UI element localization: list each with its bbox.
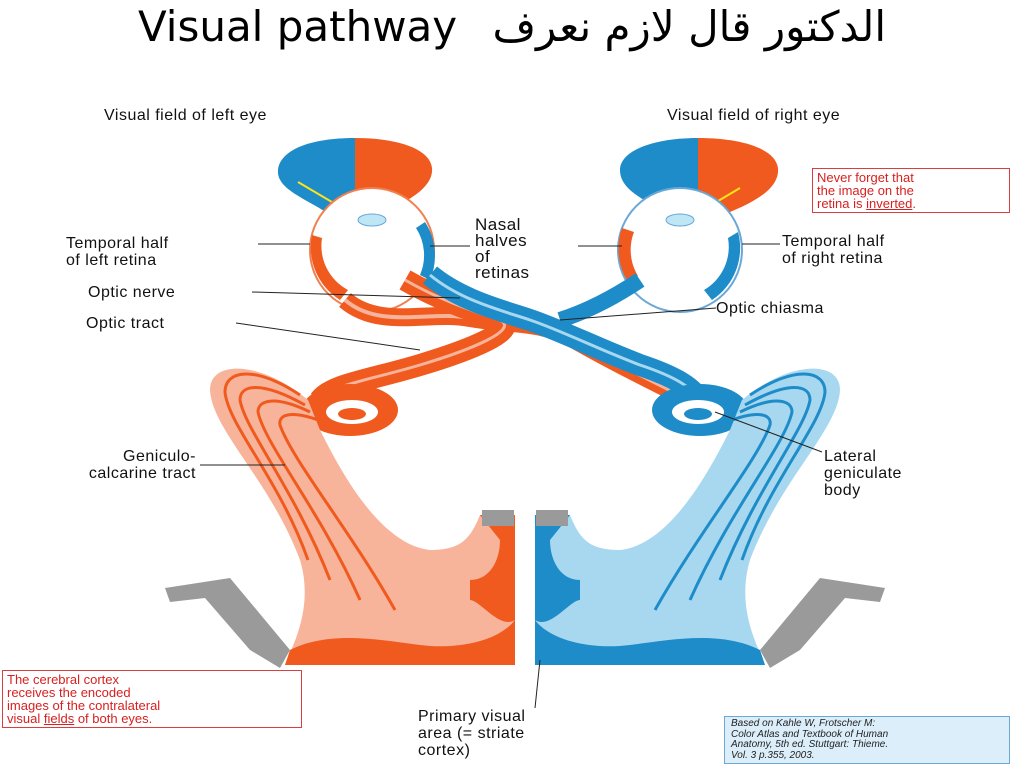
- label-visual-field-left: Visual field of left eye: [104, 107, 267, 124]
- cortex-gray-edges: [165, 510, 885, 668]
- note-inverted-image: Never forget that the image on the retin…: [812, 168, 1010, 213]
- lgb-left: [302, 384, 398, 436]
- label-optic-chiasma: Optic chiasma: [716, 300, 824, 317]
- leader-lines: [200, 243, 823, 709]
- optic-pathway-blue: [422, 266, 710, 407]
- label-nasal-halves: Nasal halves of retinas: [475, 215, 530, 282]
- visual-pathway-diagram: [165, 138, 885, 709]
- slide-title: Visual pathway الدكتور قال لازم نعرف: [0, 2, 1024, 51]
- label-temporal-right: Temporal half of right retina: [782, 233, 885, 267]
- note-cerebral-cortex: The cerebral cortex receives the encoded…: [2, 670, 302, 728]
- label-optic-tract: Optic tract: [86, 315, 165, 332]
- label-lateral-geniculate: Lateral geniculate body: [824, 448, 902, 499]
- title-arabic: الدكتور قال لازم نعرف: [492, 2, 887, 51]
- radiation-left: [210, 368, 515, 665]
- radiation-right: [535, 368, 840, 665]
- reference-citation: Based on Kahle W, Frotscher M: Color Atl…: [724, 716, 1010, 764]
- right-eyeball: [617, 187, 743, 313]
- label-optic-nerve: Optic nerve: [88, 284, 176, 301]
- label-geniculo-calcarine: Geniculo- calcarine tract: [88, 448, 196, 482]
- lgb-right: [652, 384, 748, 436]
- label-visual-field-right: Visual field of right eye: [667, 107, 841, 124]
- title-english: Visual pathway: [137, 2, 458, 51]
- label-temporal-left: Temporal half of left retina: [66, 235, 169, 269]
- label-primary-visual-area: Primary visual area (= striate cortex): [418, 708, 526, 759]
